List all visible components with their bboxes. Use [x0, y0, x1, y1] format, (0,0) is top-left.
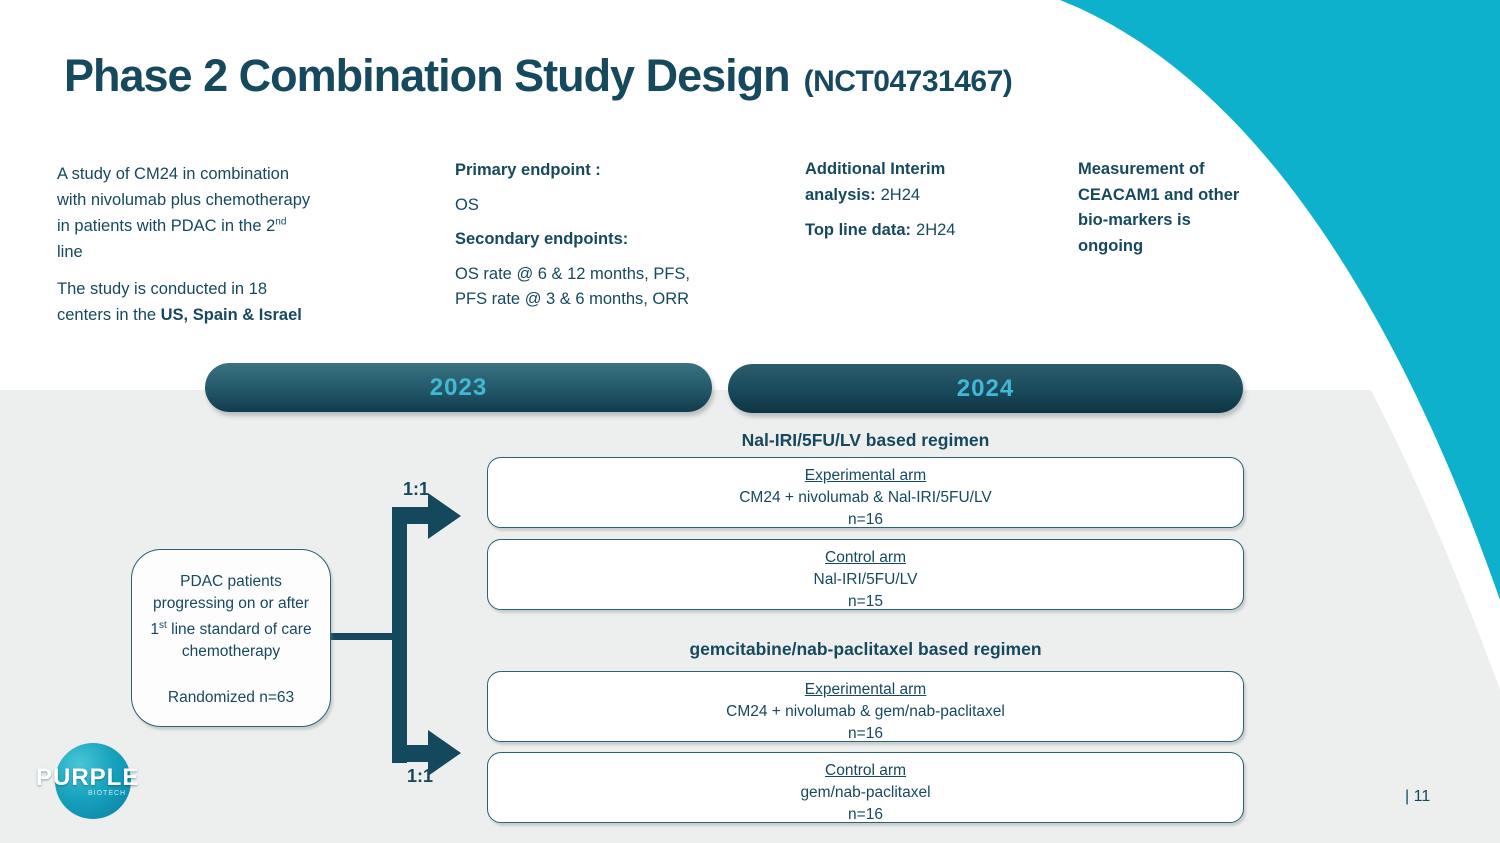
arm-treatment: Nal-IRI/5FU/LV — [813, 571, 918, 588]
timeline-bar-2024: 2024 — [728, 364, 1243, 413]
interim-analysis-value: 2H24 — [880, 185, 921, 204]
arm-sample-size: n=16 — [848, 511, 883, 528]
arm-title: Experimental arm — [804, 681, 927, 698]
timeline-year-2023: 2023 — [429, 373, 488, 401]
patient-population-box: PDAC patients progressing on or after 1s… — [131, 549, 331, 727]
regimen-2-control-arm-box: Control arm gem/nab-paclitaxel n=16 — [487, 752, 1244, 823]
top-line-data-item: Top line data:2H24 — [805, 218, 993, 244]
randomized-count: Randomized n=63 — [167, 689, 295, 707]
arm-title: Control arm — [825, 762, 906, 779]
timeline-year-2024: 2024 — [956, 374, 1015, 402]
randomization-ratio-top: 1:1 — [403, 479, 430, 499]
title-text: Phase 2 Combination Study Design — [64, 50, 791, 101]
regimen-2-heading: gemcitabine/nab-paclitaxel based regimen — [689, 639, 1042, 659]
secondary-endpoints-label: Secondary endpoints: — [455, 230, 629, 249]
arm-treatment: CM24 + nivolumab & gem/nab-paclitaxel — [726, 703, 1005, 720]
secondary-endpoints-value: OS rate @ 6 & 12 months, PFS, PFS rate @… — [455, 264, 691, 309]
page-title: Phase 2 Combination Study Design (NCT047… — [64, 50, 1013, 102]
timeline-bar-2023: 2023 — [205, 363, 712, 412]
regimen-2-experimental-arm-box: Experimental arm CM24 + nivolumab & gem/… — [487, 671, 1244, 742]
arm-treatment: gem/nab-paclitaxel — [800, 784, 931, 801]
title-nct-number: (NCT04731467) — [803, 65, 1013, 98]
patient-population-text: PDAC patients progressing on or after 1s… — [150, 573, 312, 661]
milestones-column: Additional Interim analysis:2H24 Top lin… — [805, 157, 993, 254]
endpoints-column: Primary endpoint : OS Secondary endpoint… — [455, 158, 707, 322]
study-description-paragraph-1: A study of CM24 in combination with nivo… — [57, 165, 311, 262]
page-number: | 11 — [1405, 788, 1431, 805]
superscript-nd: nd — [275, 216, 287, 228]
top-line-data-value: 2H24 — [916, 221, 956, 240]
superscript-st: st — [159, 620, 167, 631]
top-line-data-label: Top line data: — [805, 221, 912, 240]
regimen-1-control-arm-box: Control arm Nal-IRI/5FU/LV n=15 — [487, 539, 1244, 610]
study-description-paragraph-2: The study is conducted in 18 centers in … — [57, 280, 302, 325]
regimen-1-heading: Nal-IRI/5FU/LV based regimen — [741, 430, 990, 450]
arm-sample-size: n=16 — [848, 725, 883, 742]
logo-circle-icon — [55, 743, 131, 819]
interim-analysis-item: Additional Interim analysis:2H24 — [805, 157, 993, 208]
primary-endpoint-label: Primary endpoint : — [455, 161, 601, 179]
logo-sub-label: BIOTECH — [88, 790, 127, 797]
arm-treatment: CM24 + nivolumab & Nal-IRI/5FU/LV — [739, 489, 992, 506]
logo-brand-name: PURPLE — [36, 764, 140, 791]
arm-sample-size: n=15 — [848, 593, 883, 610]
randomization-ratio-bottom: 1:1 — [407, 766, 434, 786]
company-logo: PURPLE BIOTECH — [36, 738, 170, 828]
primary-endpoint-value: OS — [455, 195, 479, 214]
study-description-column: A study of CM24 in combination with nivo… — [57, 161, 315, 339]
regimen-1-experimental-arm-box: Experimental arm CM24 + nivolumab & Nal-… — [487, 457, 1244, 528]
arm-title: Experimental arm — [804, 467, 927, 484]
study-countries: US, Spain & Israel — [160, 306, 302, 325]
arm-title: Control arm — [825, 549, 906, 566]
biomarkers-note: Measurement of CEACAM1 and other bio-mar… — [1078, 160, 1240, 255]
arm-sample-size: n=16 — [848, 806, 883, 823]
interim-analysis-label: Additional Interim analysis: — [805, 160, 946, 204]
